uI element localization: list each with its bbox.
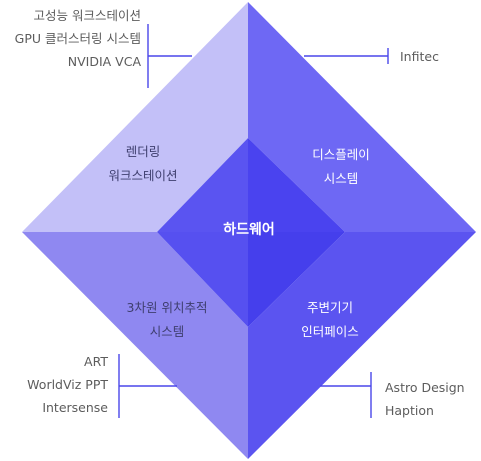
quadrant-label-line: 워크스테이션 bbox=[108, 168, 178, 183]
quadrant-label-line: 인터페이스 bbox=[301, 324, 359, 339]
center-top-left-shape bbox=[157, 138, 248, 232]
vendor-item: WorldViz PPT bbox=[27, 377, 108, 392]
vendor-item: Haption bbox=[385, 403, 434, 418]
quadrant-label-bottom-right: 주변기기 인터페이스 bbox=[282, 296, 378, 344]
quadrant-label-top-right: 디스플레이 시스템 bbox=[296, 143, 386, 191]
vendor-list-top-left: 고성능 워크스테이션 GPU 클러스터링 시스템 NVIDIA VCA bbox=[15, 4, 141, 73]
quadrant-label-top-left: 렌더링 워크스테이션 bbox=[98, 140, 188, 188]
quadrant-top-left-shape bbox=[22, 2, 248, 232]
quadrant-label-line: 시스템 bbox=[149, 324, 185, 339]
quadrant-label-bottom-left: 3차원 위치추적 시스템 bbox=[110, 296, 224, 344]
vendor-item: 고성능 워크스테이션 bbox=[33, 8, 141, 23]
vendor-item: GPU 클러스터링 시스템 bbox=[14, 31, 141, 46]
quadrant-label-line: 3차원 위치추적 bbox=[126, 300, 208, 315]
quadrant-bottom-right-shape bbox=[248, 232, 476, 459]
quadrant-label-line: 디스플레이 bbox=[312, 147, 370, 162]
quadrant-top-right-shape bbox=[248, 2, 476, 232]
center-label: 하드웨어 bbox=[223, 222, 275, 238]
vendor-list-bottom-right: Astro Design Haption bbox=[385, 376, 465, 422]
vendor-item: ART bbox=[84, 354, 108, 369]
vendor-item: NVIDIA VCA bbox=[67, 54, 141, 69]
connector-bottom-right bbox=[320, 372, 372, 418]
vendor-list-top-right: Infitec bbox=[400, 45, 439, 68]
quadrant-label-line: 시스템 bbox=[323, 171, 359, 186]
vendor-item: Intersense bbox=[42, 400, 108, 415]
center-bottom-left-shape bbox=[157, 232, 248, 327]
connector-bottom-left bbox=[118, 354, 177, 418]
center-top-right-shape bbox=[248, 138, 345, 232]
vendor-item: Infitec bbox=[400, 49, 439, 64]
quadrant-label-line: 렌더링 bbox=[125, 144, 161, 159]
center-bottom-right-shape bbox=[248, 232, 345, 327]
connector-top-left bbox=[147, 24, 192, 88]
quadrant-bottom-left-shape bbox=[22, 232, 248, 459]
quadrant-label-line: 주변기기 bbox=[306, 300, 353, 315]
vendor-list-bottom-left: ART WorldViz PPT Intersense bbox=[27, 350, 108, 419]
vendor-item: Astro Design bbox=[385, 380, 465, 395]
connector-top-right bbox=[304, 48, 389, 64]
